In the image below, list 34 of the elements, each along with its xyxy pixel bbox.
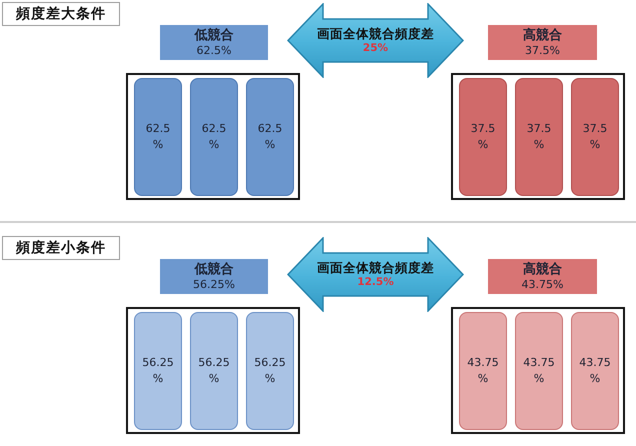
difference-value: 25%: [362, 40, 388, 56]
condition-heading: 頻度差大条件: [2, 2, 120, 26]
proportion-bar: 43.75 %: [459, 312, 507, 430]
proportion-bar: 37.5 %: [515, 78, 563, 196]
difference-value: 12.5%: [357, 274, 394, 290]
arrow-label: 画面全体競合頻度差: [317, 26, 434, 40]
proportion-bar: 62.5 %: [246, 78, 294, 196]
label-panel: [488, 25, 597, 60]
label-panel: [160, 259, 268, 294]
proportion-bar: 56.25 %: [190, 312, 238, 430]
proportion-bar: 43.75 %: [571, 312, 619, 430]
condition-heading: 頻度差小条件: [2, 236, 120, 260]
group-label: 高競合: [523, 262, 562, 276]
arrow-label: 画面全体競合頻度差: [317, 260, 434, 274]
percentage-value: 43.75%: [522, 276, 564, 292]
proportion-bar: 56.25 %: [246, 312, 294, 430]
screen-frame: [126, 73, 300, 200]
label-panel: [160, 25, 268, 60]
percentage-value: 37.5%: [525, 42, 560, 58]
proportion-bar: 43.75 %: [515, 312, 563, 430]
group-label: 高競合: [523, 28, 562, 42]
group-label: 低競合: [194, 28, 234, 42]
proportion-bar: 56.25 %: [134, 312, 182, 430]
proportion-bar: 37.5 %: [459, 78, 507, 196]
screen-frame: [451, 307, 625, 434]
screen-frame: [451, 73, 625, 200]
label-panel: [488, 259, 597, 294]
group-label: 低競合: [194, 262, 234, 276]
screen-frame: [126, 307, 300, 434]
proportion-bar: 62.5 %: [134, 78, 182, 196]
proportion-bar: 62.5 %: [190, 78, 238, 196]
proportion-bar: 37.5 %: [571, 78, 619, 196]
percentage-value: 62.5%: [196, 42, 232, 58]
percentage-value: 56.25%: [193, 276, 235, 292]
